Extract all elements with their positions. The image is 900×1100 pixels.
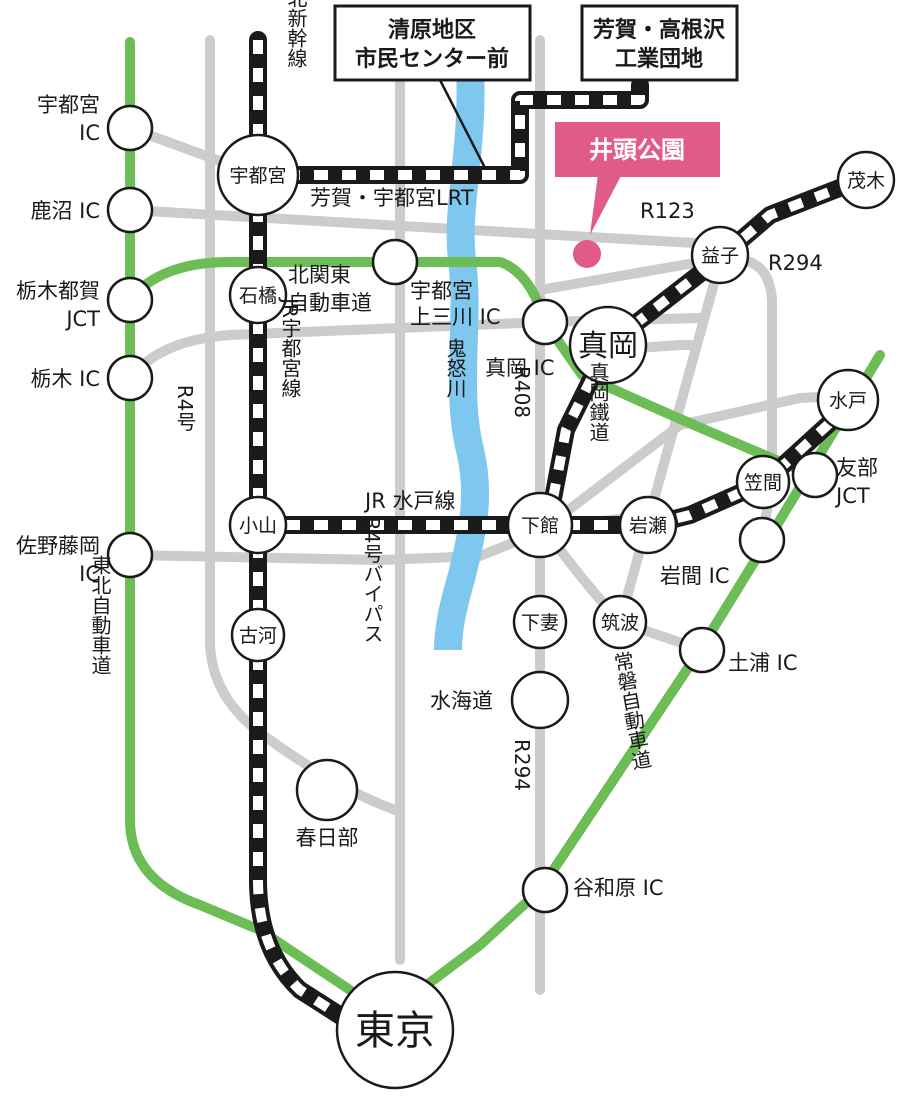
- station-moka: [568, 305, 648, 385]
- svg-text:真岡: 真岡: [578, 329, 638, 364]
- station-ishibashi: [228, 265, 288, 325]
- svg-text:益子: 益子: [701, 245, 739, 267]
- svg-text:筑波: 筑波: [601, 612, 639, 634]
- tohoku-shinkansen-line: [253, 40, 353, 1027]
- destination-label-box: [555, 122, 720, 177]
- station-tsukuba: [592, 594, 648, 650]
- svg-text:笠間: 笠間: [744, 472, 782, 494]
- station-kasama: [735, 454, 791, 510]
- svg-text:市民センター前: 市民センター前: [355, 46, 509, 72]
- svg-text:小山: 小山: [239, 515, 277, 537]
- svg-text:東北自動車道: 東北自動車道: [88, 555, 112, 675]
- svg-text:岩間 IC: 岩間 IC: [660, 564, 730, 588]
- svg-text:上三川 IC: 上三川 IC: [410, 305, 501, 329]
- svg-text:友部: 友部: [836, 456, 878, 480]
- station-tokyo: [335, 970, 455, 1090]
- svg-text:R4号バイパス: R4号バイパス: [360, 517, 384, 644]
- svg-text:岩瀬: 岩瀬: [629, 515, 667, 537]
- svg-text:下妻: 下妻: [521, 612, 559, 634]
- jct-tochigitsuga: [106, 276, 154, 324]
- svg-text:JR 水戸線: JR 水戸線: [363, 489, 455, 513]
- ic-utsunomiya-kaminokawa: [521, 298, 569, 346]
- station-mito: [816, 368, 880, 432]
- ic-iwama: [738, 516, 786, 564]
- svg-text:栃木都賀: 栃木都賀: [16, 279, 100, 303]
- svg-text:R4号: R4号: [173, 385, 197, 432]
- svg-text:宇都宮: 宇都宮: [410, 279, 473, 303]
- svg-text:鹿沼 IC: 鹿沼 IC: [30, 199, 100, 223]
- haga-utsunomiya-lrt-line: [258, 85, 645, 180]
- svg-text:工業団地: 工業団地: [615, 47, 703, 72]
- destination-marker: 井頭公園: [555, 122, 720, 268]
- callout-kiyohara: 清原地区 市民センター前: [333, 4, 532, 169]
- svg-text:真岡鐵道: 真岡鐵道: [586, 362, 610, 442]
- svg-text:IC: IC: [79, 562, 100, 586]
- svg-text:東京: 東京: [355, 1008, 435, 1054]
- svg-text:宇都宮: 宇都宮: [37, 93, 100, 117]
- station-koga: [230, 607, 286, 663]
- svg-text:春日部: 春日部: [296, 826, 359, 850]
- svg-text:谷和原 IC: 谷和原 IC: [573, 876, 664, 900]
- station-iwase: [618, 495, 678, 555]
- svg-text:清原地区: 清原地区: [388, 17, 476, 43]
- svg-text:水戸: 水戸: [829, 390, 867, 412]
- svg-text:井頭公園: 井頭公園: [589, 136, 685, 164]
- svg-text:R408: R408: [510, 366, 534, 418]
- ic-tsuchiura: [678, 626, 726, 674]
- ic-sano-fujioka: [106, 531, 154, 579]
- labels: 宇都宮 IC 鹿沼 IC 栃木都賀 JCT 栃木 IC 佐野藤岡 IC 北関東 …: [16, 93, 878, 900]
- svg-text:栃木 IC: 栃木 IC: [30, 367, 100, 391]
- svg-text:IC: IC: [79, 121, 100, 145]
- svg-text:佐野藤岡: 佐野藤岡: [16, 534, 100, 558]
- svg-text:土浦 IC: 土浦 IC: [728, 651, 798, 675]
- station-kasukabe: [295, 758, 359, 822]
- tohoku-expressway: [125, 37, 355, 995]
- station-shimotsuma: [512, 594, 568, 650]
- station-motegi: [836, 150, 896, 210]
- svg-text:自動車道: 自動車道: [288, 291, 372, 315]
- svg-text:宇都宮: 宇都宮: [229, 165, 286, 187]
- stations: 宇都宮 石橋 小山 古河 東京 下館 真岡 益子 茂木 水戸 笠間 岩瀬 下妻 …: [216, 133, 896, 1090]
- ic-tochigi: [106, 354, 154, 402]
- station-shimodate: [506, 491, 574, 559]
- destination-dot: [573, 240, 601, 268]
- station-mitsukaido: [510, 670, 570, 730]
- svg-text:芳賀・宇都宮LRT: 芳賀・宇都宮LRT: [310, 186, 474, 210]
- svg-text:北関東: 北関東: [288, 263, 351, 287]
- svg-text:古河: 古河: [239, 625, 277, 647]
- svg-text:茂木: 茂木: [847, 170, 885, 192]
- station-oyama: [228, 495, 288, 555]
- station-utsunomiya: [216, 133, 300, 217]
- svg-text:JCT: JCT: [64, 307, 100, 331]
- svg-text:R123: R123: [640, 199, 695, 223]
- svg-text:下館: 下館: [521, 515, 559, 537]
- svg-text:R294: R294: [768, 251, 823, 275]
- jct-tomobe: [791, 451, 839, 499]
- svg-text:JCT: JCT: [834, 484, 870, 508]
- station-mashiko: [690, 225, 750, 285]
- ic-utsunomiya: [106, 104, 154, 152]
- joban-expressway: [415, 350, 885, 995]
- ic-kitakanto-node: [371, 238, 419, 286]
- svg-text:鬼怒川: 鬼怒川: [443, 338, 467, 398]
- moka-railway-line: [543, 175, 862, 526]
- svg-text:真岡 IC: 真岡 IC: [485, 356, 555, 380]
- vertical-labels: 東北新幹線 JR宇都宮線 R4号 R4号バイパス 鬼怒川 R408 真岡鐵道 R…: [88, 0, 654, 791]
- svg-text:石橋: 石橋: [239, 285, 277, 307]
- svg-text:JR宇都宮線: JR宇都宮線: [278, 296, 302, 398]
- svg-text:水海道: 水海道: [430, 689, 493, 713]
- svg-text:R294: R294: [510, 739, 534, 791]
- interchanges: [106, 104, 839, 914]
- svg-text:芳賀・高根沢: 芳賀・高根沢: [593, 17, 726, 43]
- svg-text:常磐自動車道: 常磐自動車道: [609, 649, 654, 772]
- callout-haga-takanezawa: 芳賀・高根沢 工業団地: [580, 4, 739, 82]
- ic-yawara: [521, 866, 569, 914]
- ic-kanuma: [106, 186, 154, 234]
- svg-text:東北新幹線: 東北新幹線: [284, 0, 308, 68]
